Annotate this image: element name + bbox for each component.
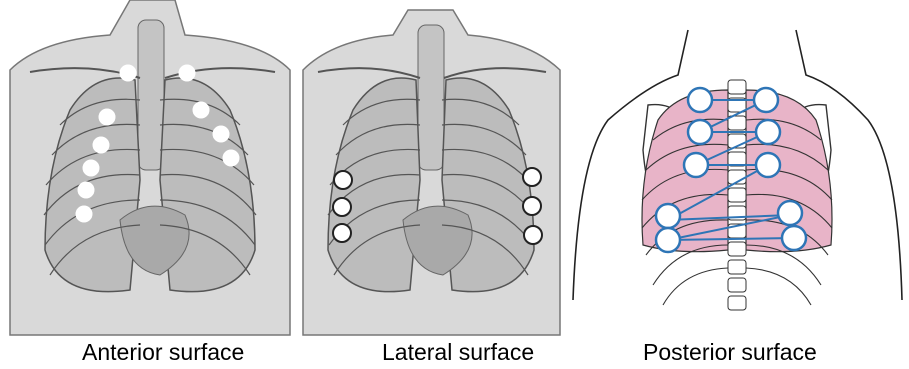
lateral-caption: Lateral surface <box>382 337 534 367</box>
lateral-point <box>523 197 541 215</box>
posterior-point <box>754 88 778 112</box>
posterior-point <box>656 204 680 228</box>
lateral-point <box>523 168 541 186</box>
lateral-point <box>333 224 351 242</box>
anterior-point <box>193 102 209 118</box>
posterior-point <box>782 226 806 250</box>
lateral-point <box>524 226 542 244</box>
posterior-point <box>688 120 712 144</box>
posterior-point <box>684 153 708 177</box>
anterior-point <box>83 160 99 176</box>
posterior-caption: Posterior surface <box>643 337 817 367</box>
anterior-point <box>99 109 115 125</box>
anterior-point <box>223 150 239 166</box>
posterior-point <box>656 228 680 252</box>
anterior-point <box>213 126 229 142</box>
anterior-panel <box>0 0 295 336</box>
posterior-chest-illustration <box>568 0 906 336</box>
posterior-point <box>778 201 802 225</box>
anterior-point <box>76 206 92 222</box>
posterior-panel <box>568 0 906 336</box>
trachea <box>138 20 164 170</box>
trachea <box>418 25 444 170</box>
lateral-point <box>333 198 351 216</box>
anterior-caption: Anterior surface <box>82 337 244 367</box>
posterior-point <box>756 153 780 177</box>
anterior-point <box>78 182 94 198</box>
anterior-point <box>93 137 109 153</box>
anterior-chest-illustration <box>0 0 295 336</box>
anterior-point <box>179 65 195 81</box>
lateral-point <box>334 171 352 189</box>
lateral-chest-illustration <box>298 0 563 336</box>
posterior-point <box>756 120 780 144</box>
lateral-panel <box>298 0 563 336</box>
posterior-point <box>688 88 712 112</box>
anterior-point <box>120 65 136 81</box>
